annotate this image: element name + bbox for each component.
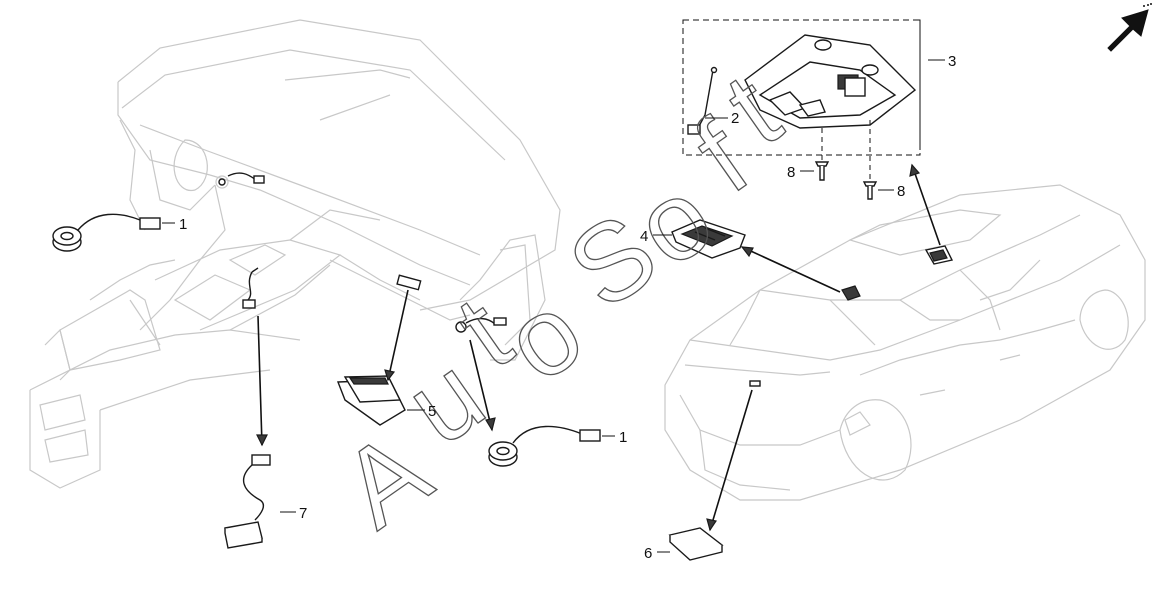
cable-part-7: [224, 454, 271, 549]
overhead-console-box: [682, 19, 921, 156]
screw-parts: [814, 120, 878, 200]
callout-5: 5: [428, 403, 436, 420]
trunk-lamp-part: [668, 527, 724, 561]
callout-8-right: 8: [897, 183, 905, 200]
watermark: A u t o S o f t: [320, 50, 802, 552]
sensor-part-left: [52, 213, 161, 252]
console-lamp-part: [336, 375, 406, 426]
map-lamp-part: [671, 219, 746, 259]
callout-8-left: 8: [787, 164, 795, 181]
sensor-part-right: [488, 425, 601, 467]
dashboard-illustration: [29, 19, 561, 489]
callout-4: 4: [640, 228, 648, 245]
car-illustration: [664, 184, 1146, 501]
pointer-arrows: [256, 163, 941, 532]
overhead-console-part: [687, 34, 917, 135]
callouts: 1 1 2 3 4 5 6 7 8 8: [162, 53, 956, 562]
callout-2: 2: [731, 110, 739, 127]
callout-3: 3: [948, 53, 956, 70]
callout-1-left: 1: [179, 216, 187, 233]
callout-7: 7: [299, 505, 307, 522]
callout-1-right: 1: [619, 429, 627, 446]
callout-6: 6: [644, 545, 652, 562]
front-direction-arrow-icon: [1107, 3, 1152, 52]
